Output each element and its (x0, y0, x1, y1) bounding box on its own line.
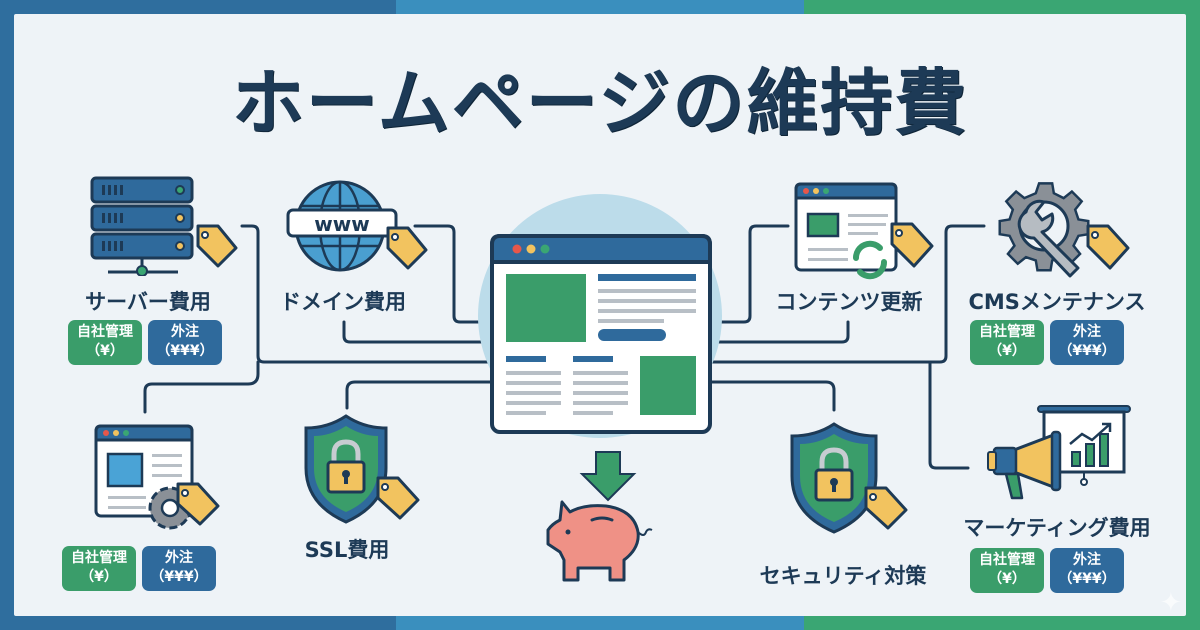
server-rack-icon (90, 176, 238, 277)
down-arrow-icon (579, 451, 637, 502)
site-maintenance-badges: 自社管理（¥） 外注（¥¥¥） (62, 546, 216, 591)
outsourced-badge: 外注（¥¥¥） (1050, 320, 1124, 365)
content-node (792, 182, 942, 286)
server-badges: 自社管理（¥） 外注（¥¥¥） (68, 320, 222, 365)
savings (540, 448, 660, 597)
browser-gear-icon (94, 424, 220, 530)
server-node (88, 176, 238, 280)
outsourced-badge: 外注（¥¥¥） (148, 320, 222, 365)
center-website (470, 190, 730, 444)
self-managed-badge: 自社管理（¥） (970, 320, 1044, 365)
gear-wrench-icon (998, 182, 1130, 278)
shield-lock-icon (790, 422, 908, 534)
marketing-cost-label: マーケティング費用 (963, 516, 1151, 540)
svg-text:www: www (314, 212, 369, 236)
marketing-node (984, 400, 1144, 514)
domain-node: www (284, 176, 434, 280)
self-managed-badge: 自社管理（¥） (970, 548, 1044, 593)
price-tag-icon (890, 222, 934, 268)
piggy-bank-icon (546, 451, 653, 582)
self-managed-badge: 自社管理（¥） (62, 546, 136, 591)
cms-maintenance-label: CMSメンテナンス (968, 290, 1146, 314)
ssl-node (300, 414, 430, 538)
price-tag-icon (196, 224, 238, 268)
security-node (784, 422, 914, 546)
price-tag-icon (386, 226, 428, 270)
megaphone-chart-icon (987, 405, 1131, 500)
domain-cost-label: ドメイン費用 (280, 290, 406, 314)
price-tag-icon (864, 486, 908, 530)
server-cost-label: サーバー費用 (85, 290, 211, 314)
browser-refresh-icon (794, 182, 934, 280)
price-tag-icon (376, 476, 420, 520)
page-title: ホームページの維持費 (231, 61, 969, 145)
globe-www-icon: www (286, 180, 428, 272)
cms-badges: 自社管理（¥） 外注（¥¥¥） (970, 320, 1124, 365)
marketing-badges: 自社管理（¥） 外注（¥¥¥） (970, 548, 1124, 593)
ssl-cost-label: SSL費用 (304, 538, 390, 562)
cms-node (994, 176, 1144, 290)
browser-window-icon (478, 194, 722, 438)
outsourced-badge: 外注（¥¥¥） (1050, 548, 1124, 593)
sparkle-icon: ✦ (1160, 588, 1182, 618)
price-tag-icon (176, 482, 220, 526)
self-managed-badge: 自社管理（¥） (68, 320, 142, 365)
content-update-label: コンテンツ更新 (775, 290, 923, 314)
site-maintenance-node (94, 424, 234, 548)
shield-lock-icon (304, 414, 420, 524)
price-tag-icon (1086, 224, 1130, 270)
outsourced-badge: 外注（¥¥¥） (142, 546, 216, 591)
security-label: セキュリティ対策 (759, 564, 927, 588)
